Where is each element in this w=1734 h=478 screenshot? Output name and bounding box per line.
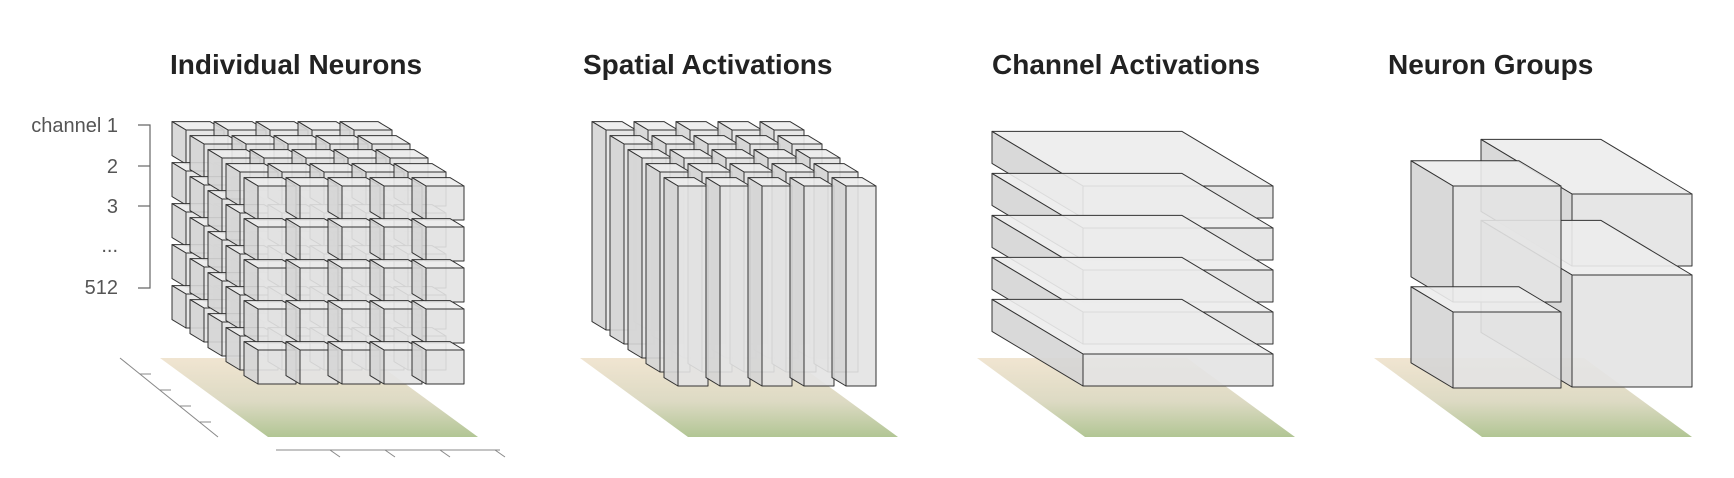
spatial-axes	[119, 357, 506, 458]
neuron-cube	[411, 300, 465, 344]
neuron-cube	[411, 177, 465, 221]
spatial-column	[747, 177, 793, 387]
input-image-2	[580, 358, 898, 437]
box-side-face	[591, 121, 607, 331]
individual-neurons-blocks	[171, 121, 465, 385]
spatial-activation-columns	[591, 121, 877, 387]
box-front-face	[677, 185, 709, 387]
channel-label-3: 3	[107, 196, 118, 218]
box-front-face	[425, 185, 465, 221]
channel-axis	[138, 124, 151, 289]
spatial-column	[789, 177, 835, 387]
box-front-face	[803, 185, 835, 387]
box-side-face	[1410, 160, 1454, 303]
spatial-column	[705, 177, 751, 387]
panel-title-spatial-activations: Spatial Activations	[583, 49, 832, 80]
box-side-face	[663, 177, 679, 387]
neuron-cube	[411, 218, 465, 262]
neuron-group-block	[1410, 160, 1562, 303]
neuron-cube	[411, 341, 465, 385]
box-side-face	[627, 149, 643, 359]
box-side-face	[789, 177, 805, 387]
neuron-cube	[411, 259, 465, 303]
input-image-1	[160, 358, 478, 437]
channel-slab	[991, 298, 1274, 387]
box-front-face	[425, 267, 465, 303]
box-side-face	[645, 163, 661, 373]
box-front-face	[425, 226, 465, 262]
box-side-face	[705, 177, 721, 387]
neuron-group-block	[1410, 286, 1562, 389]
channel-label-1: channel 1	[31, 115, 118, 137]
box-side-face	[831, 177, 847, 387]
box-front-face	[425, 349, 465, 385]
panel-title-neuron-groups: Neuron Groups	[1388, 49, 1593, 80]
channel-label-2: 2	[107, 156, 118, 178]
box-front-face	[761, 185, 793, 387]
spatial-column	[663, 177, 709, 387]
box-front-face	[719, 185, 751, 387]
box-front-face	[845, 185, 877, 387]
neuron-group-blocks	[1410, 138, 1693, 389]
channel-label-ellipsis: ...	[101, 235, 118, 257]
channel-label-512: 512	[85, 277, 118, 299]
channel-activation-slabs	[991, 130, 1274, 387]
box-front-face	[1452, 185, 1562, 303]
box-front-face	[1452, 311, 1562, 389]
spatial-column	[831, 177, 877, 387]
box-side-face	[747, 177, 763, 387]
box-front-face	[425, 308, 465, 344]
box-front-face	[1082, 353, 1274, 387]
panel-title-individual-neurons: Individual Neurons	[170, 49, 422, 80]
box-front-face	[1571, 274, 1693, 388]
input-image-3	[977, 358, 1295, 437]
box-side-face	[609, 135, 625, 345]
panel-title-channel-activations: Channel Activations	[992, 49, 1260, 80]
